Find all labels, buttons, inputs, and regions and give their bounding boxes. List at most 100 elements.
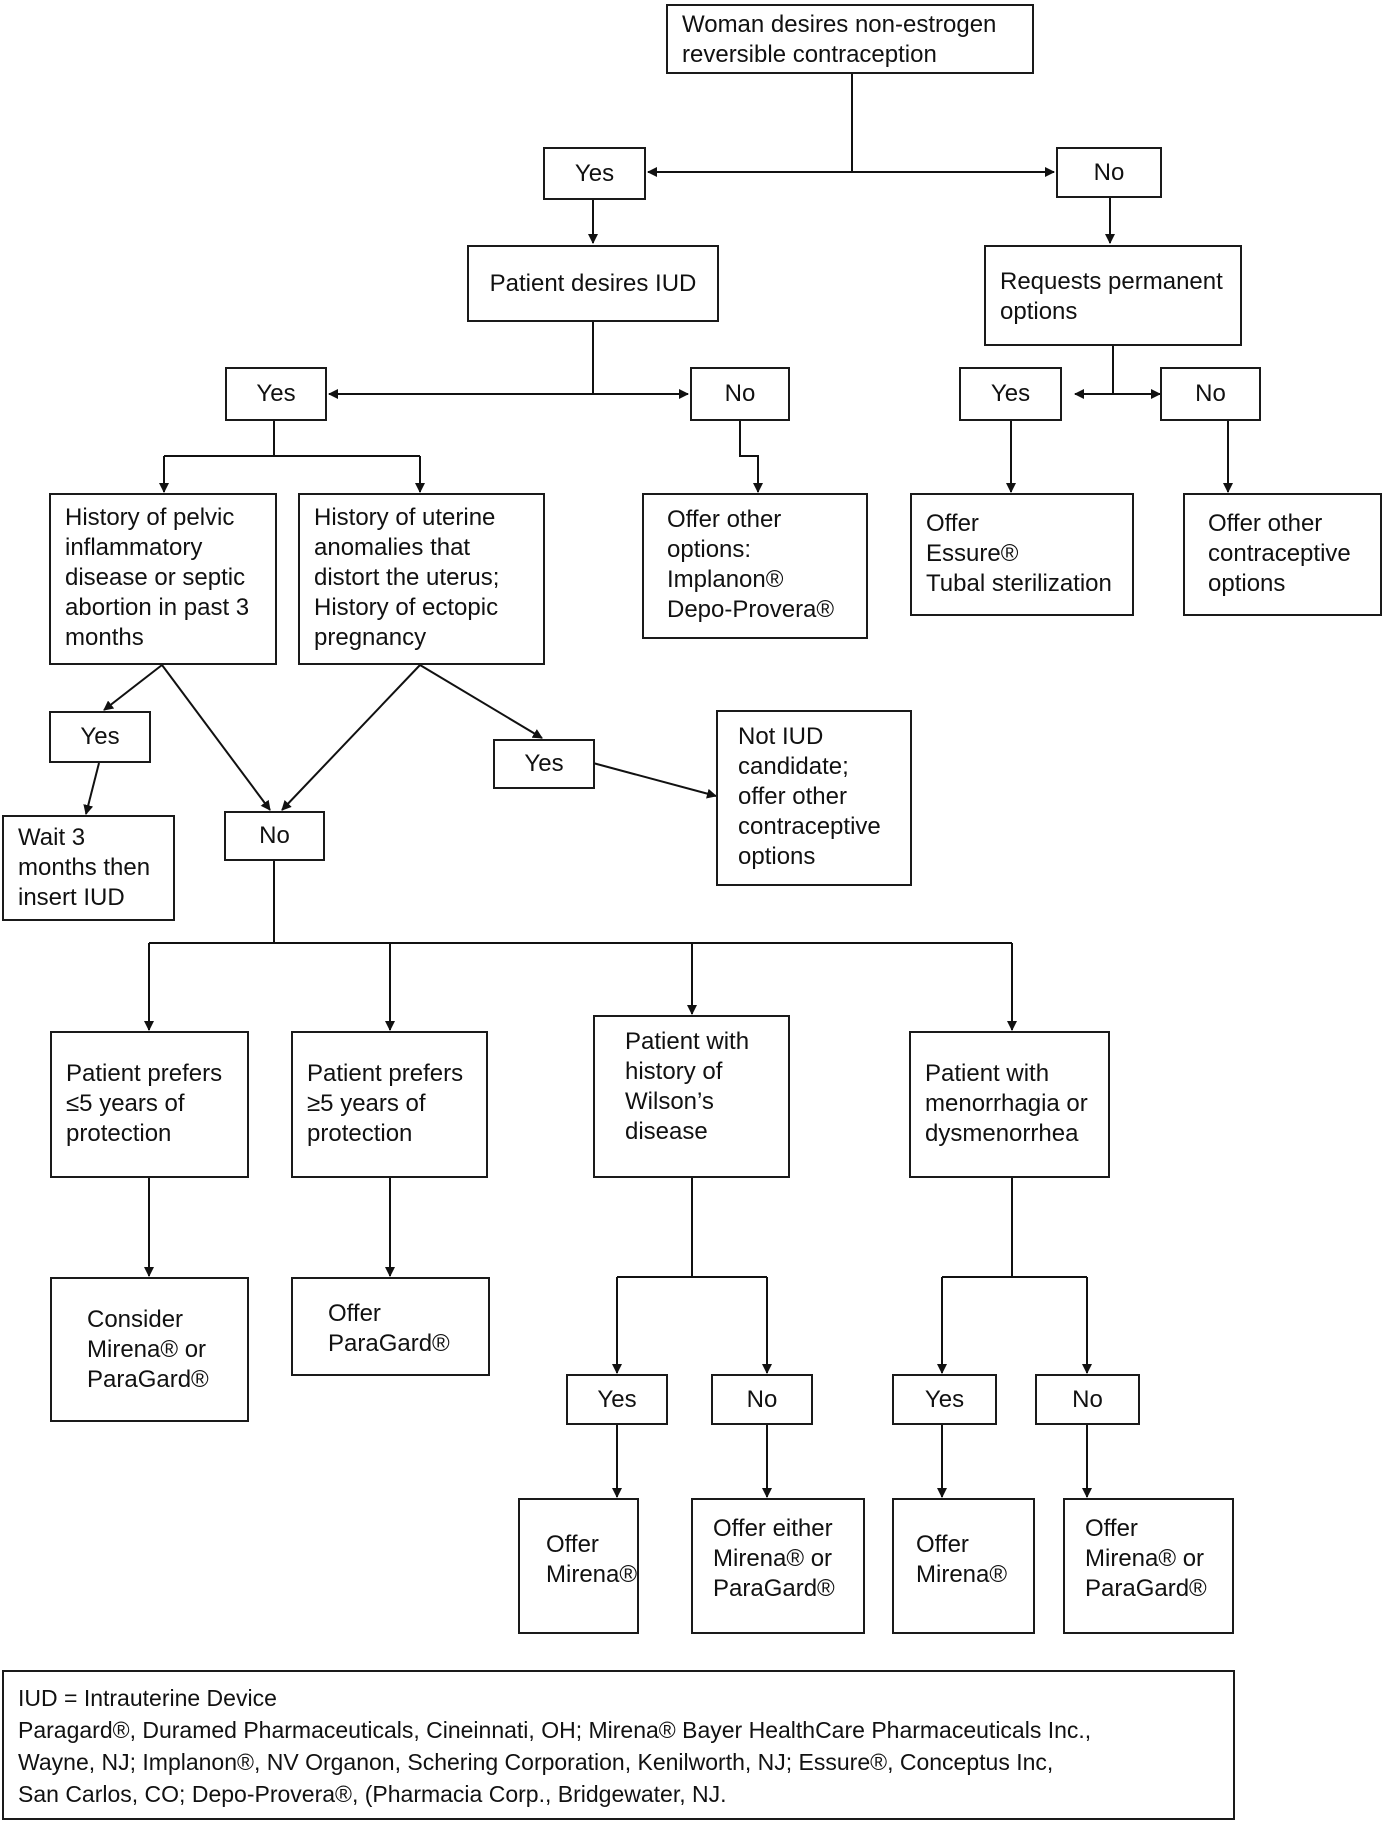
- node-line: insert IUD: [18, 884, 125, 911]
- offer-paragard-box: Offer ParaGard®: [291, 1277, 490, 1376]
- node-line: ParaGard®: [328, 1330, 450, 1357]
- offer-mirena-or-paragard-box: Offer Mirena® or ParaGard®: [1063, 1498, 1234, 1634]
- node-line: Consider: [87, 1306, 184, 1333]
- node-line: Offer: [926, 510, 979, 537]
- node-line: Tubal sterilization: [926, 570, 1112, 597]
- node-line: disease or septic: [65, 564, 246, 591]
- root-box: Woman desires non-estrogen reversible co…: [666, 4, 1034, 74]
- node-line: Patient prefers: [66, 1060, 223, 1087]
- desires-iud-box: Patient desires IUD: [467, 245, 719, 322]
- node-line: History of ectopic: [314, 594, 499, 621]
- legend-line: San Carlos, CO; Depo-Provera®, (Pharmaci…: [18, 1781, 727, 1807]
- menorrhagia-box: Patient with menorrhagia or dysmenorrhea: [909, 1031, 1110, 1178]
- node-line: Offer: [1085, 1515, 1138, 1542]
- node-line: Offer: [328, 1300, 381, 1327]
- node-line: contraceptive: [1208, 540, 1351, 567]
- node-line: options:: [667, 536, 752, 563]
- node-line: pregnancy: [314, 624, 427, 651]
- no-label: No: [690, 367, 790, 421]
- node-line: Patient prefers: [307, 1060, 464, 1087]
- node-line: Offer: [916, 1531, 969, 1558]
- node-line: Offer other: [667, 506, 782, 533]
- node-line: history of: [625, 1058, 723, 1085]
- no-label: No: [224, 811, 325, 861]
- connector: [161, 664, 271, 811]
- node-line: protection: [66, 1120, 172, 1147]
- offer-mirena-box: Offer Mirena®: [518, 1498, 639, 1634]
- node-line: Mirena® or: [713, 1545, 833, 1572]
- node-line: Wait 3: [18, 824, 86, 851]
- node-line: Offer: [546, 1531, 599, 1558]
- node-line: ParaGard®: [713, 1575, 835, 1602]
- node-line: menorrhagia or: [925, 1090, 1088, 1117]
- connector: [419, 664, 543, 739]
- legend-line: Paragard®, Duramed Pharmaceuticals, Cine…: [18, 1717, 1092, 1743]
- node-line: options: [738, 843, 816, 870]
- connector: [281, 664, 421, 811]
- node-line: options: [1000, 298, 1078, 325]
- node-line: ParaGard®: [87, 1366, 209, 1393]
- node-line: Offer either: [713, 1515, 833, 1542]
- yes-label: Yes: [566, 1374, 668, 1425]
- yes-label: Yes: [493, 739, 595, 789]
- offer-mirena-box: Offer Mirena®: [892, 1498, 1035, 1634]
- node-line: Patient with: [625, 1028, 750, 1055]
- legend-line: IUD = Intrauterine Device: [18, 1685, 277, 1711]
- offer-other-contraceptive-box: Offer other contraceptive options: [1183, 493, 1382, 616]
- node-line: Not IUD: [738, 723, 824, 750]
- legend-box: IUD = Intrauterine Device Paragard®, Dur…: [2, 1670, 1235, 1820]
- yes-label: Yes: [543, 147, 646, 200]
- node-line: Essure®: [926, 540, 1019, 567]
- node-line: Requests permanent: [1000, 268, 1223, 295]
- yes-label: Yes: [959, 367, 1062, 421]
- no-label: No: [1035, 1374, 1140, 1425]
- prefers-le5-box: Patient prefers ≤5 years of protection: [50, 1031, 249, 1178]
- yes-label: Yes: [892, 1374, 997, 1425]
- node-line: ParaGard®: [1085, 1575, 1207, 1602]
- node-line: Mirena®: [546, 1561, 638, 1588]
- node-line: Depo-Provera®: [667, 596, 835, 623]
- offer-either-box: Offer either Mirena® or ParaGard®: [691, 1498, 865, 1634]
- prefers-ge5-box: Patient prefers ≥5 years of protection: [291, 1031, 488, 1178]
- offer-essure-box: Offer Essure® Tubal sterilization: [910, 493, 1134, 616]
- permanent-options-box: Requests permanent options: [984, 245, 1242, 346]
- root-line: Woman desires non-estrogen: [682, 11, 997, 38]
- wilson-box: Patient with history of Wilson’s disease: [593, 1015, 790, 1178]
- node-line: Mirena® or: [87, 1336, 207, 1363]
- no-label: No: [1056, 147, 1162, 198]
- node-line: protection: [307, 1120, 413, 1147]
- connector: [83, 762, 100, 815]
- node-line: offer other: [738, 783, 847, 810]
- node-line: dysmenorrhea: [925, 1120, 1079, 1147]
- connector: [103, 664, 163, 711]
- node-line: inflammatory: [65, 534, 203, 561]
- offer-other-options-box: Offer other options: Implanon® Depo-Prov…: [642, 493, 868, 639]
- node-line: candidate;: [738, 753, 849, 780]
- node-line: disease: [625, 1118, 708, 1145]
- yes-label: Yes: [49, 711, 151, 763]
- node-line: months then: [18, 854, 151, 881]
- node-line: contraceptive: [738, 813, 881, 840]
- legend-line: Wayne, NJ; Implanon®, NV Organon, Scheri…: [18, 1749, 1054, 1775]
- node-line: History of pelvic: [65, 504, 235, 531]
- node-line: ≥5 years of: [307, 1090, 426, 1117]
- node-line: anomalies that: [314, 534, 471, 561]
- node-line: options: [1208, 570, 1286, 597]
- node-line: Implanon®: [667, 566, 784, 593]
- not-iud-candidate-box: Not IUD candidate; offer other contracep…: [716, 710, 912, 886]
- node-line: ≤5 years of: [66, 1090, 185, 1117]
- wait-box: Wait 3 months then insert IUD: [2, 815, 175, 921]
- node-line: Wilson’s: [625, 1088, 714, 1115]
- node-line: Mirena® or: [1085, 1545, 1205, 1572]
- no-label: No: [711, 1374, 813, 1425]
- connector: [592, 762, 717, 799]
- pid-history-box: History of pelvic inflammatory disease o…: [49, 493, 277, 665]
- connector: [739, 421, 763, 493]
- node-line: Offer other: [1208, 510, 1323, 537]
- node-line: distort the uterus;: [314, 564, 500, 591]
- uterine-anomalies-box: History of uterine anomalies that distor…: [298, 493, 545, 665]
- node-line: abortion in past 3: [65, 594, 250, 621]
- node-line: Patient with: [925, 1060, 1050, 1087]
